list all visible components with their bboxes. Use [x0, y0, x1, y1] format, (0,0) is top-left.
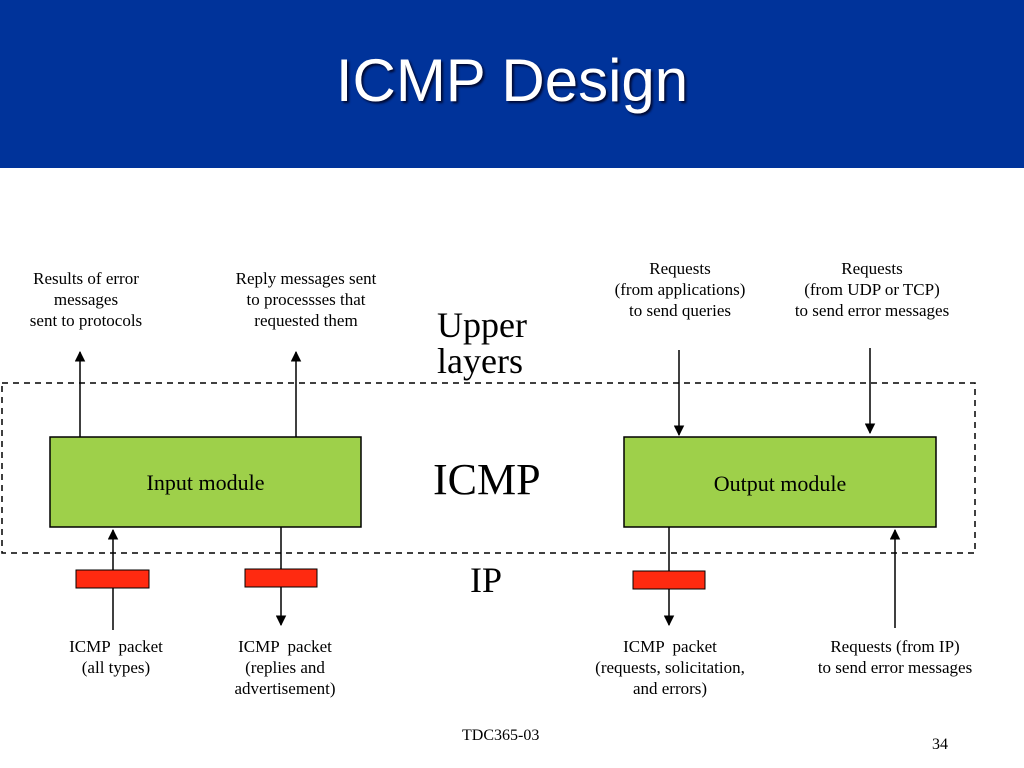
icmp-layer-label: ICMP: [433, 455, 541, 504]
output-module-box: [623, 436, 937, 528]
packet-marker-all: [75, 569, 150, 589]
requests-ip-label: Requests (from IP) to send error message…: [817, 637, 973, 677]
input-module-box: [49, 436, 362, 528]
upper-layers-label: Upper layers: [437, 305, 527, 381]
input-module-label: Input module: [146, 470, 265, 495]
icmp-layer-boundary: [1, 382, 976, 554]
packet-marker-replies: [244, 568, 318, 588]
results-label: Results of error messages sent to protoc…: [29, 269, 143, 330]
course-footer: TDC365-03: [462, 727, 540, 744]
requests-apps-label: Requests (from applications) to send que…: [614, 259, 746, 320]
page-number: 34: [932, 736, 948, 753]
packet-all-label: ICMP packet (all types): [69, 637, 163, 677]
packet-marker-requests: [632, 570, 706, 590]
packet-requests-label: ICMP packet (requests, solicitation, and…: [595, 637, 745, 698]
packet-replies-label: ICMP packet (replies and advertisement): [234, 637, 336, 698]
reply-label: Reply messages sent to processses that r…: [235, 269, 377, 330]
output-module-label: Output module: [713, 471, 847, 496]
title-bar: ICMP Design: [0, 0, 1024, 168]
ip-layer-label: IP: [470, 560, 503, 600]
slide-title: ICMP Design: [335, 47, 689, 114]
requests-udp-label: Requests (from UDP or TCP) to send error…: [794, 259, 950, 320]
